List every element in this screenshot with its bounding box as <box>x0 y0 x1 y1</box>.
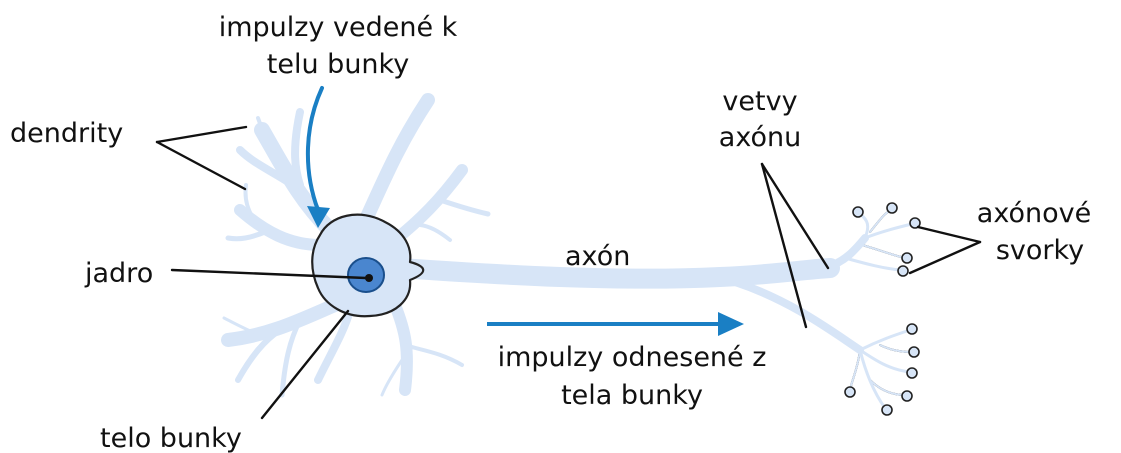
impulse-out-arrow <box>487 312 744 336</box>
impulses-in-label-line1: impulzy vedené k <box>219 12 458 43</box>
axon-branches-leader <box>762 164 828 327</box>
axon-branches-label-line1: vetvy <box>722 86 797 117</box>
impulses-out-label-line2: tela bunky <box>561 380 703 411</box>
impulses-out-label-line1: impulzy odnesené z <box>498 342 767 373</box>
nucleus-label: jadro <box>84 258 153 289</box>
axon-terminals-leader <box>910 227 980 273</box>
impulses-in-label-line2: telu bunky <box>267 49 409 80</box>
axon-label: axón <box>565 241 630 272</box>
axon-terminal-bulbs <box>845 203 920 415</box>
dendrites-label: dendrity <box>10 118 123 149</box>
axon-terminals-label-line1: axónové <box>977 198 1091 229</box>
axon-branches-group <box>735 203 920 415</box>
axon-terminals-label-line2: svorky <box>996 235 1084 266</box>
axon-branches-label-line2: axónu <box>719 122 801 153</box>
dendrites-leader <box>157 127 246 189</box>
nucleus-shape <box>348 258 384 292</box>
cell-body-label: telo bunky <box>100 423 242 453</box>
impulse-in-arrow <box>307 88 330 228</box>
